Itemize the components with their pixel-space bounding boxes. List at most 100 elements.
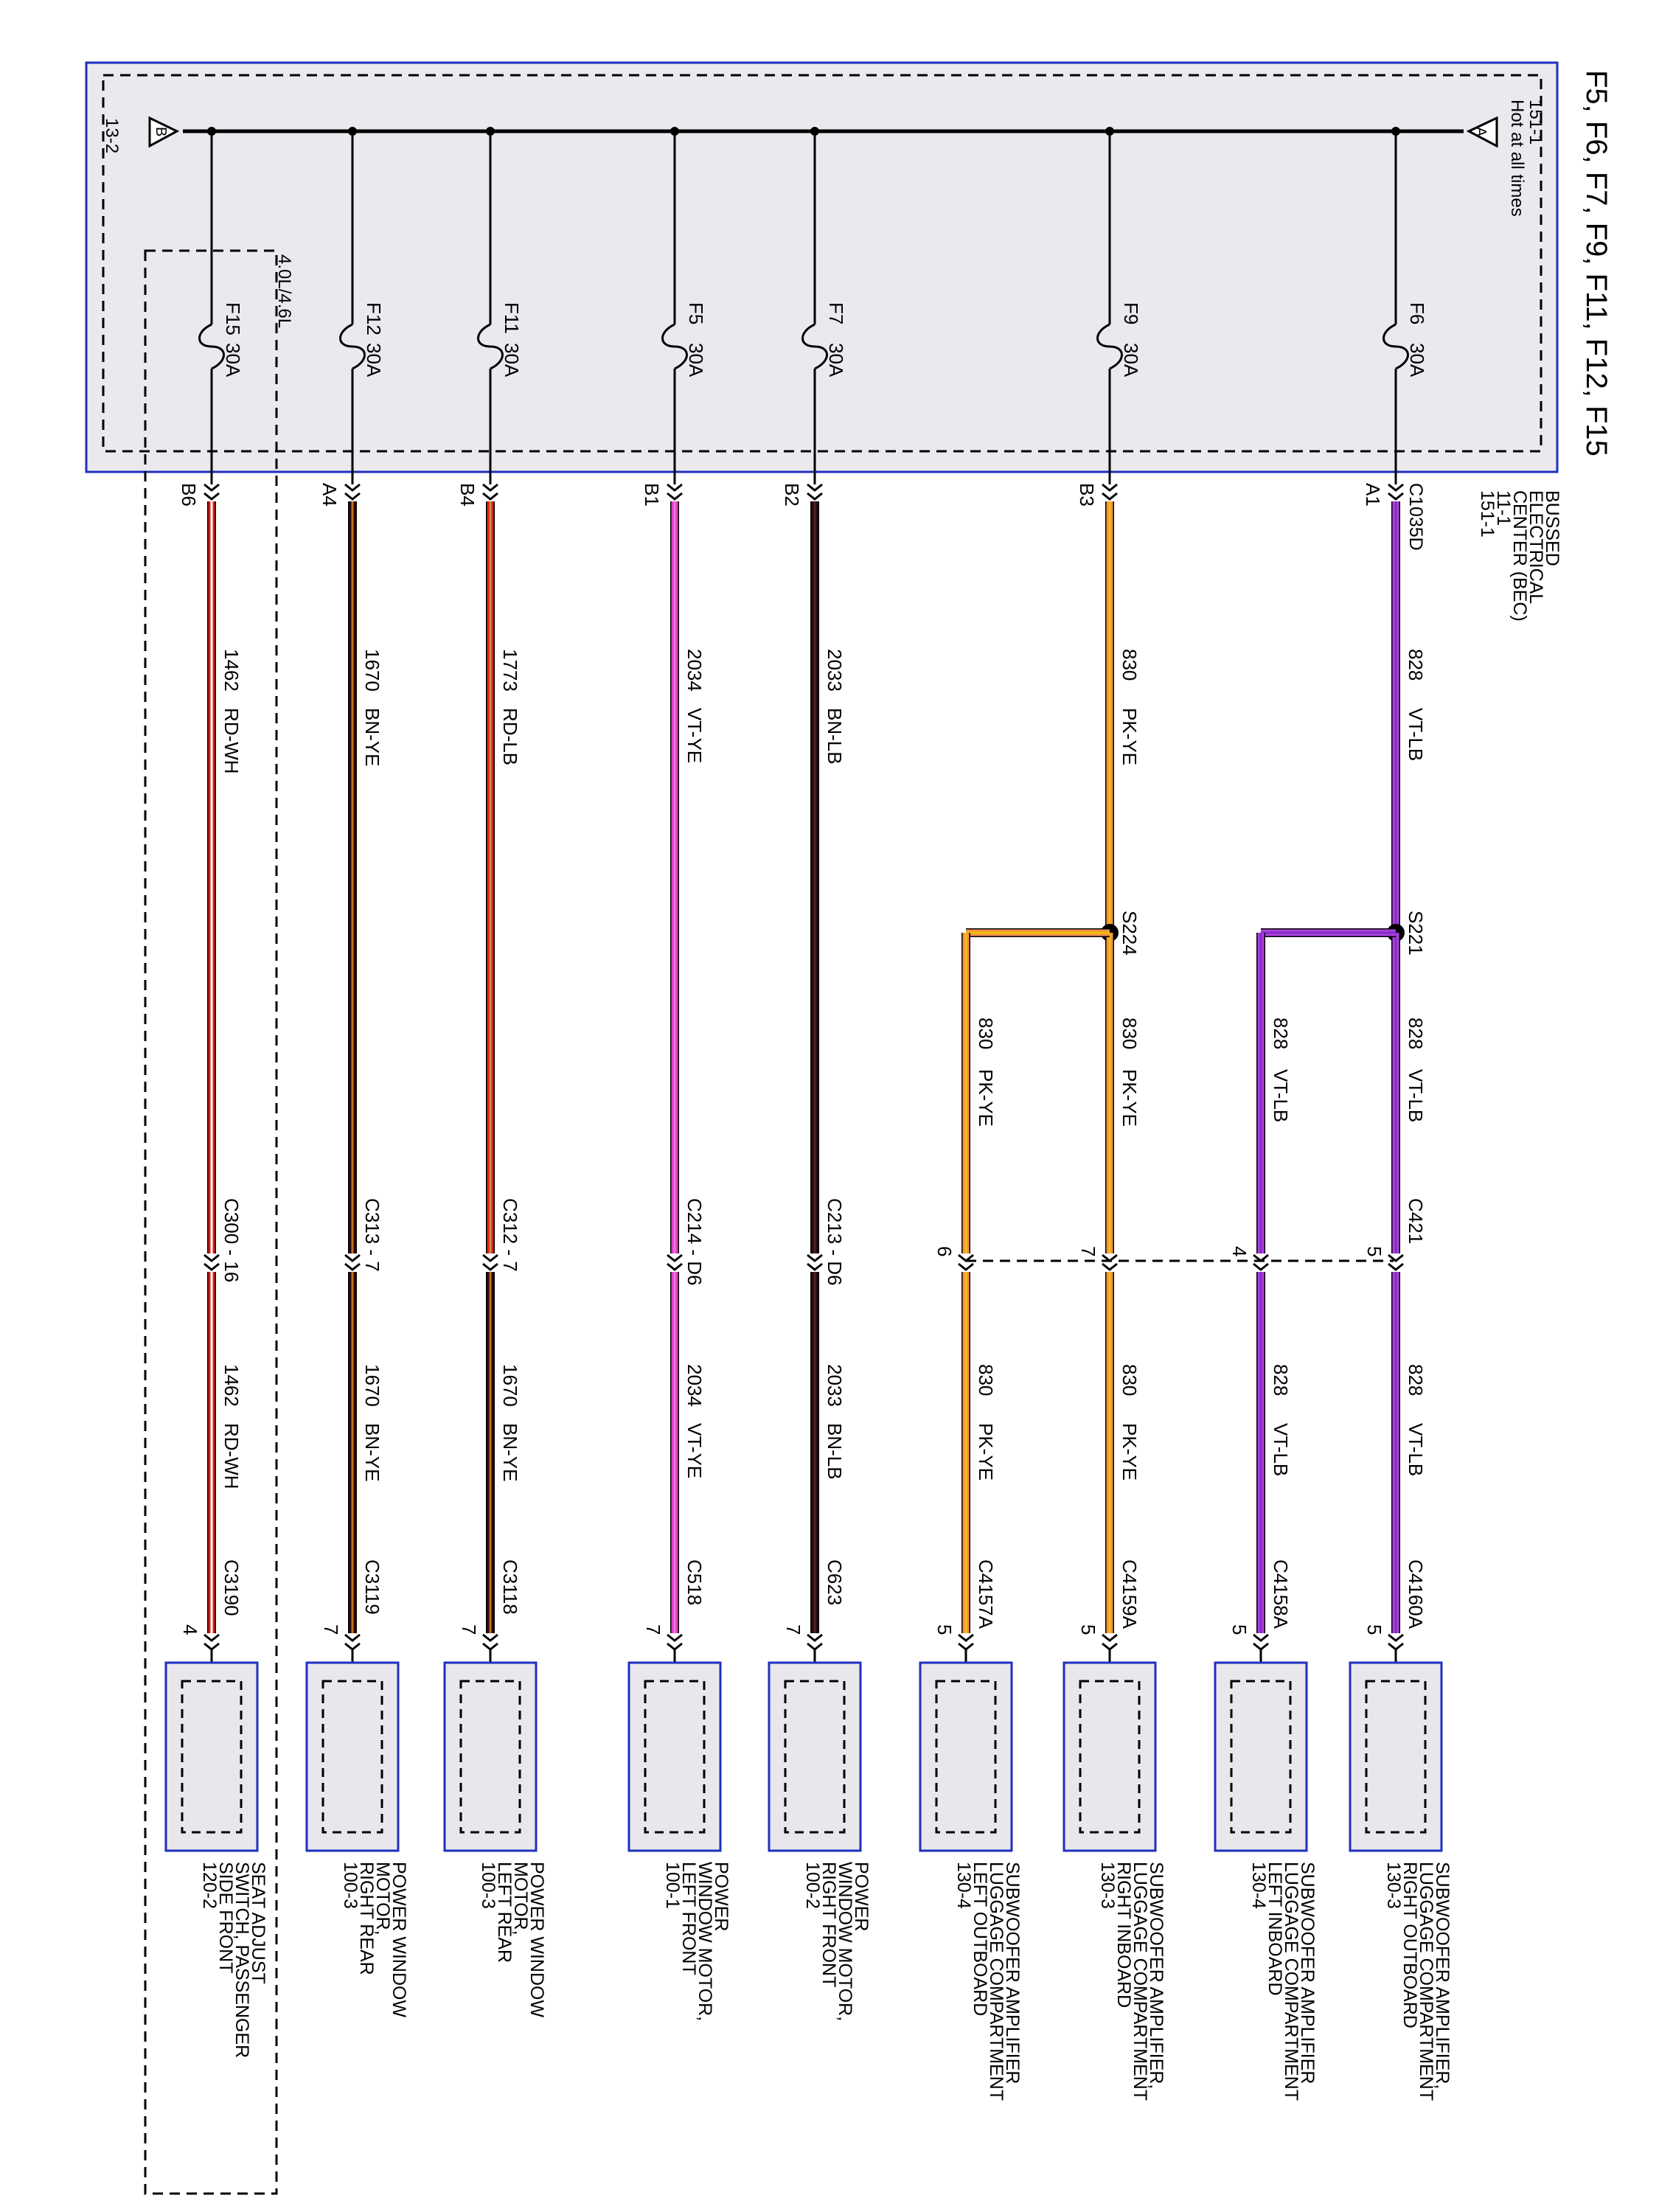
f9-inline-chevron-icon (1102, 1253, 1118, 1271)
s221b-component-line-2: LUGGAGE COMPARTMENT (1281, 1862, 1301, 2101)
f11-fuse-name: F11 (501, 302, 523, 334)
f12-fuse-name: F12 (363, 302, 385, 335)
f9-component-inner (1079, 1680, 1141, 1834)
f7-component-inner (784, 1680, 846, 1834)
f12-component-line-4: 100-3 (340, 1862, 361, 1909)
f11-wire-b-color: BN-YE (499, 1423, 521, 1481)
f9-fuse-name: F9 (1120, 302, 1142, 324)
f15-component-line-2: SWITCH, PASSENGER (232, 1862, 252, 2058)
f6-wire-a2-color: VT-LB (1405, 1069, 1427, 1122)
f6-end-pin: 5 (1363, 1624, 1385, 1635)
f5-fuse-name: F5 (685, 302, 707, 324)
f6-inline-conn: C421 (1405, 1198, 1427, 1244)
f11-component-box (443, 1661, 538, 1852)
page-title: F5, F6, F7, F9, F11, F12, F15 (1580, 70, 1613, 456)
f9-component-box (1062, 1661, 1157, 1852)
f7-inline-chevron-icon (807, 1253, 823, 1271)
f9-branch-color: PK-YE (975, 1069, 997, 1127)
s221b-end-chevron-icon (1253, 1633, 1269, 1651)
s224b-wire-b-color: PK-YE (975, 1423, 997, 1481)
hot-label: Hot at all times (1507, 100, 1527, 217)
f5-component-inner (644, 1680, 706, 1834)
s224b-component-line-3: LEFT OUTBOARD (970, 1862, 990, 2016)
f15-component-line-3: SIDE FRONT (215, 1862, 236, 1973)
f7-wire-b-color: BN-LB (824, 1423, 846, 1480)
s224b-end-conn: C4157A (975, 1559, 997, 1630)
f12-end-conn: C3119 (361, 1559, 383, 1615)
f6-end-conn: C4160A (1405, 1559, 1427, 1630)
f15-wire-a-num: 1462 (220, 649, 243, 692)
f12-component-line-3: RIGHT REAR (356, 1862, 377, 1975)
f6-branch-num: 828 (1270, 1018, 1292, 1049)
f9-branch-num: 830 (975, 1018, 997, 1049)
s221b-component-line-1: SUBWOOFER AMPLIFIER (1297, 1862, 1318, 2084)
f12-component-inner (321, 1680, 383, 1834)
f12-inline-conn: C313 - 7 (361, 1198, 383, 1272)
f5-wire-a-color: VT-YE (684, 708, 706, 763)
f5-component-line-1: POWER (711, 1862, 731, 1931)
f11-wire-b-num: 1670 (499, 1364, 521, 1407)
f9-wire-a-color: PK-YE (1119, 708, 1141, 765)
f9-wire-b-color: PK-YE (1119, 1423, 1141, 1481)
f11-fuse-icon (477, 323, 504, 370)
s221b-component-line-4: 130-4 (1248, 1862, 1269, 1909)
f15-inline-chevron-icon (204, 1253, 220, 1271)
f9-wire-a2-num: 830 (1119, 1018, 1141, 1049)
f6-bec-chevron-icon (1388, 483, 1404, 501)
f5-component-line-3: LEFT FRONT (678, 1862, 699, 1975)
left-triangle-letter: B (153, 127, 169, 136)
f6-wire-a2-num: 828 (1405, 1018, 1427, 1049)
s224b-component-inner (935, 1680, 997, 1834)
f7-component-line-3: RIGHT FRONT (818, 1862, 839, 1987)
f12-end-pin: 7 (320, 1624, 342, 1635)
f7-bec-chevron-icon (807, 483, 823, 501)
f9-bec-chevron-icon (1102, 483, 1118, 501)
f5-fuse-rating: 30A (685, 343, 707, 378)
f5-end-pin: 7 (642, 1624, 664, 1635)
bec-box (85, 61, 1559, 473)
f9-wire-a2-color: PK-YE (1119, 1069, 1141, 1127)
f11-component-line-4: 100-3 (478, 1862, 498, 1909)
f15-inline-conn: C300 - 16 (220, 1198, 243, 1282)
f15-end-chevron-icon (204, 1633, 220, 1651)
f15-wire-b-color: RD-WH (220, 1423, 243, 1489)
f6-splice-name: S221 (1405, 911, 1427, 956)
f6-component-box (1349, 1661, 1443, 1852)
f5-inline-chevron-icon (667, 1253, 683, 1271)
f11-end-chevron-icon (482, 1633, 498, 1651)
bec-name-line-2: ELECTRICAL (1526, 490, 1546, 604)
f11-inline-conn: C312 - 7 (499, 1198, 521, 1272)
bec-connector: C1035D (1405, 483, 1426, 551)
f7-fuse-icon (801, 323, 828, 370)
f5-wire-a-num: 2034 (684, 649, 706, 692)
f15-fuse-icon (198, 323, 225, 370)
s224b-wire-b-num: 830 (975, 1364, 997, 1396)
f9-end-chevron-icon (1102, 1633, 1118, 1651)
f12-wire-b-color: BN-YE (361, 1423, 383, 1481)
f9-component-line-2: LUGGAGE COMPARTMENT (1130, 1862, 1150, 2101)
s224b-component-line-1: SUBWOOFER AMPLIFIER (1002, 1862, 1023, 2084)
engine-option-label: 4.0L/4.6L (274, 254, 294, 328)
f7-wire-a-num: 2033 (824, 649, 846, 692)
s221b-inline-chevron-icon (1253, 1253, 1269, 1271)
f15-component-line-1: SEAT ADJUST (248, 1862, 268, 1984)
f9-component-line-4: 130-3 (1097, 1862, 1118, 1909)
f12-wire-a-num: 1670 (361, 649, 383, 692)
f7-wire-b-num: 2033 (824, 1364, 846, 1407)
right-triangle-letter: A (1472, 127, 1489, 137)
f9-component-line-3: RIGHT INBOARD (1113, 1862, 1134, 2008)
f6-component-line-1: SUBWOOFER AMPLIFIER, (1432, 1862, 1453, 2089)
f6-component-inner (1365, 1680, 1427, 1834)
f11-component-line-3: LEFT REAR (494, 1862, 515, 1963)
f7-wire-a-color: BN-LB (824, 708, 846, 765)
f12-component-box (305, 1661, 400, 1852)
s221b-component-line-3: LEFT INBOARD (1265, 1862, 1285, 1996)
s221b-end-conn: C4158A (1270, 1559, 1292, 1630)
f11-component-inner (459, 1680, 521, 1834)
f7-component-box (768, 1661, 862, 1852)
f6-wire-b-color: VT-LB (1405, 1423, 1427, 1476)
bec-inner-dashed (102, 74, 1543, 453)
f7-component-line-4: 100-2 (802, 1862, 823, 1909)
s221b-inline-pin: 4 (1228, 1246, 1251, 1256)
